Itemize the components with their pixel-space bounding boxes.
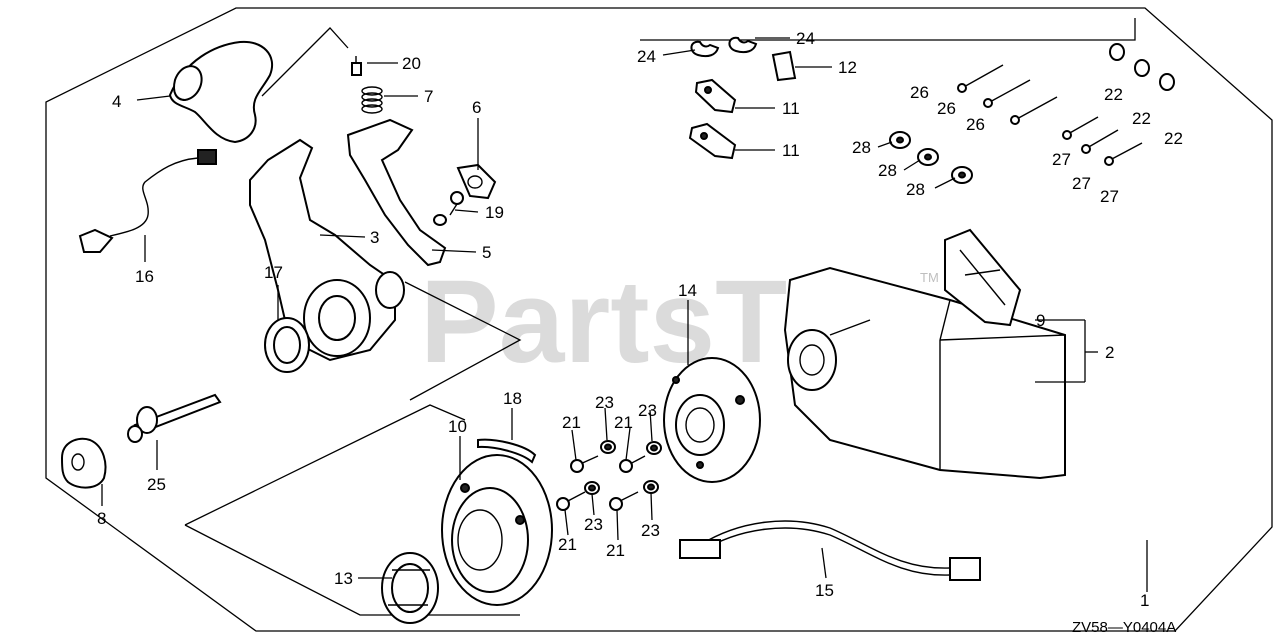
callout-23a: 23: [595, 393, 614, 412]
part-clip-24b[interactable]: [728, 36, 758, 54]
part-bolt-21d[interactable]: [609, 491, 639, 511]
part-bolt-21c[interactable]: [556, 491, 586, 511]
sub-assembly-frame-lower: [404, 281, 522, 401]
callout-14: 14: [678, 281, 697, 300]
leader-lines: [101, 37, 1148, 592]
callout-23b: 23: [638, 401, 657, 420]
callout-26c: 26: [966, 115, 985, 134]
callout-7: 7: [424, 87, 433, 106]
callout-20: 20: [402, 54, 421, 73]
part-washer-23d[interactable]: [643, 480, 659, 494]
part-cable[interactable]: [679, 520, 981, 581]
part-bolt-21b[interactable]: [619, 455, 646, 473]
part-screw-26b[interactable]: [983, 79, 1031, 108]
part-drive-ring[interactable]: [381, 552, 439, 624]
part-washer-ring[interactable]: [264, 317, 310, 373]
part-screw-26c[interactable]: [1010, 96, 1058, 125]
part-clamp-12[interactable]: [771, 50, 797, 82]
callout-23d: 23: [641, 521, 660, 540]
callout-23c: 23: [584, 515, 603, 534]
callout-8: 8: [97, 509, 106, 528]
assembly-boundary: [45, 7, 1273, 632]
housing-frame: [640, 18, 1136, 41]
callout-28a: 28: [852, 138, 871, 157]
recoil-assembly-frame-bottom: [184, 524, 520, 616]
part-washer-23b[interactable]: [646, 441, 662, 455]
callout-21d: 21: [606, 541, 625, 560]
part-nut-22a[interactable]: [1109, 43, 1125, 61]
part-washer-23a[interactable]: [600, 440, 616, 454]
part-knob-cap[interactable]: [60, 437, 107, 489]
sub-assembly-frame: [261, 27, 349, 97]
part-washer-23c[interactable]: [584, 481, 600, 495]
callout-26a: 26: [910, 83, 929, 102]
part-link-11b[interactable]: [688, 122, 737, 160]
part-bolt-21a[interactable]: [570, 455, 599, 473]
part-spring[interactable]: [361, 86, 383, 114]
callout-9: 9: [1036, 311, 1045, 330]
callout-28c: 28: [906, 180, 925, 199]
part-bolt-small[interactable]: [351, 56, 362, 76]
part-clip-plate[interactable]: [456, 163, 497, 200]
callout-18: 18: [503, 389, 522, 408]
callout-16: 16: [135, 267, 154, 286]
callout-26b: 26: [937, 99, 956, 118]
part-screw-27c[interactable]: [1104, 142, 1143, 166]
callout-21c: 21: [558, 535, 577, 554]
callout-28b: 28: [878, 161, 897, 180]
callout-10: 10: [448, 417, 467, 436]
part-washer-28b[interactable]: [917, 148, 939, 166]
callout-4: 4: [112, 92, 121, 111]
part-washer-28a[interactable]: [889, 131, 911, 149]
callout-13: 13: [334, 569, 353, 588]
part-grip-cover[interactable]: [168, 40, 273, 144]
callout-17: 17: [264, 263, 283, 282]
part-main-housing[interactable]: [783, 266, 1066, 480]
recoil-assembly-frame: [184, 404, 466, 526]
part-gasket-plate[interactable]: [944, 228, 1022, 327]
callout-labels: 1 2 3 4 5 6 7 8 9 10 11 11 12 13 14 15 1…: [97, 29, 1183, 610]
callout-12: 12: [838, 58, 857, 77]
callout-2: 2: [1105, 343, 1114, 362]
part-nut-22b[interactable]: [1134, 59, 1150, 77]
callout-5: 5: [482, 243, 491, 262]
callout-3: 3: [370, 228, 379, 247]
part-screw-27b[interactable]: [1081, 129, 1119, 154]
callout-22b: 22: [1132, 109, 1151, 128]
part-flywheel-plate[interactable]: [663, 357, 761, 483]
part-washer-28c[interactable]: [951, 166, 973, 184]
callout-21a: 21: [562, 413, 581, 432]
callout-11b: 11: [782, 141, 800, 160]
callout-24b: 24: [796, 29, 815, 48]
callout-27b: 27: [1072, 174, 1091, 193]
callout-22a: 22: [1104, 85, 1123, 104]
callout-27c: 27: [1100, 187, 1119, 206]
callout-19: 19: [485, 203, 504, 222]
callout-24a: 24: [637, 47, 656, 66]
callout-22c: 22: [1164, 129, 1183, 148]
part-link-11a[interactable]: [694, 78, 737, 114]
callout-1: 1: [1140, 591, 1149, 610]
part-clip-24a[interactable]: [690, 40, 720, 58]
part-screw-19[interactable]: [433, 191, 464, 226]
callout-11a: 11: [782, 99, 800, 118]
callout-25: 25: [147, 475, 166, 494]
callout-6: 6: [472, 98, 481, 117]
part-throttle-lever[interactable]: [249, 138, 405, 362]
part-screw-26a[interactable]: [957, 64, 1004, 93]
callout-21b: 21: [614, 413, 633, 432]
part-bracket-arm[interactable]: [346, 118, 447, 267]
part-screw-27a[interactable]: [1062, 116, 1099, 140]
diagram-code: ZV58—Y0404A: [1072, 619, 1176, 636]
part-recoil-pulley[interactable]: [441, 454, 553, 606]
callout-15: 15: [815, 581, 834, 600]
part-strip[interactable]: [477, 438, 537, 464]
part-shaft-pin[interactable]: [127, 393, 222, 443]
watermark-trademark: TM: [920, 270, 939, 285]
part-wire-harness[interactable]: [78, 149, 217, 253]
callout-27a: 27: [1052, 150, 1071, 169]
part-nut-22c[interactable]: [1159, 73, 1175, 91]
